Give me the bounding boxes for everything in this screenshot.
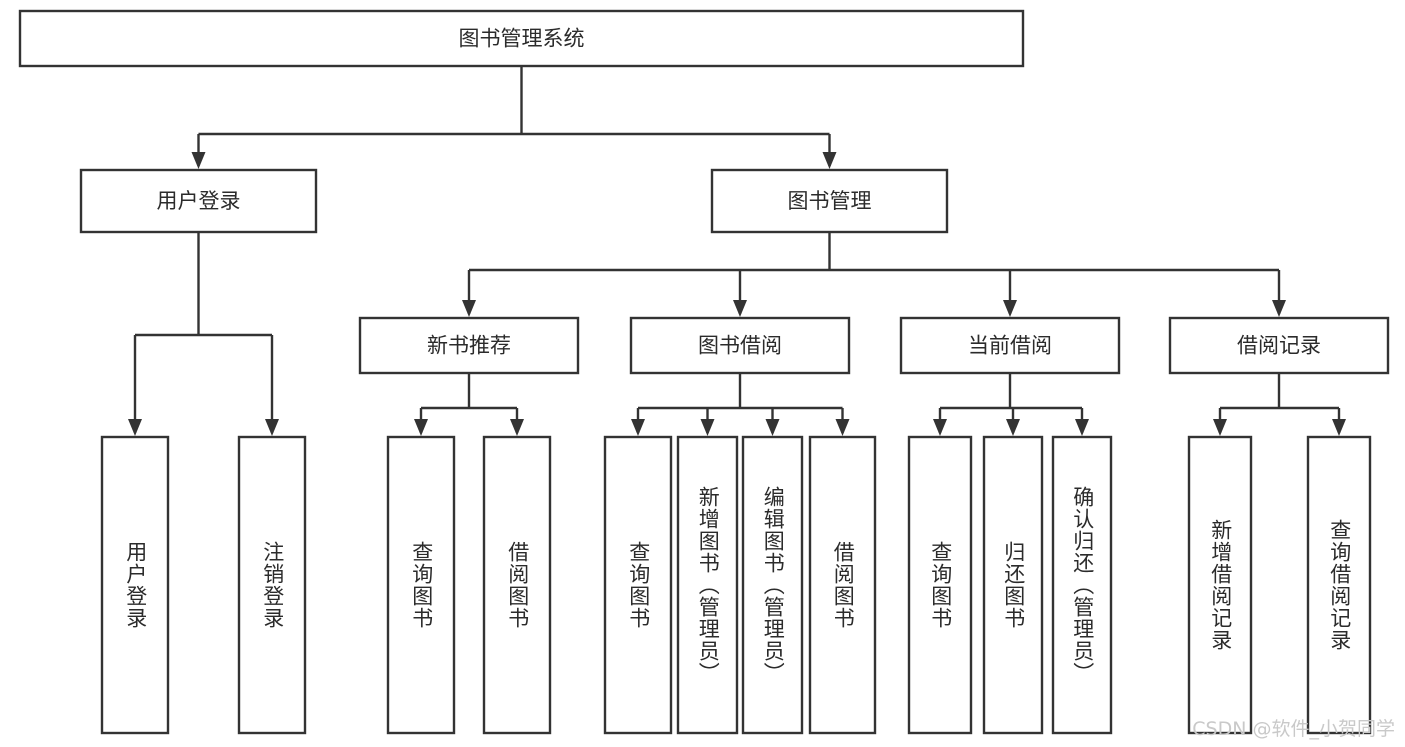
node-box-level2-1[interactable]: [710, 168, 949, 234]
node-box-level3-3[interactable]: [1168, 316, 1390, 375]
node-box-root[interactable]: [18, 9, 1025, 68]
arrow-head-leaf: [1075, 419, 1089, 436]
node-box-leaf-6[interactable]: [741, 435, 804, 735]
arrow-head-level3: [1003, 300, 1017, 317]
arrow-head-leaf: [1213, 419, 1227, 436]
node-box-level3-1[interactable]: [629, 316, 851, 375]
node-label-level3-3: 借阅记录: [1237, 334, 1321, 358]
node-box-leaf-7[interactable]: [808, 435, 877, 735]
arrow-head-level2: [822, 152, 837, 169]
node-label-level3-1: 图书借阅: [698, 334, 782, 358]
arrow-head-level3: [733, 300, 747, 317]
arrow-head-level3: [1272, 300, 1286, 317]
node-box-leaf-11[interactable]: [1187, 435, 1253, 735]
node-box-level3-2[interactable]: [899, 316, 1121, 375]
node-label-root: 图书管理系统: [459, 27, 585, 51]
node-box-leaf-10[interactable]: [1051, 435, 1113, 735]
node-box-leaf-9[interactable]: [982, 435, 1044, 735]
arrow-head-leaf: [1006, 419, 1020, 436]
arrow-head-leaf: [765, 419, 780, 436]
node-box-level3-0[interactable]: [358, 316, 580, 375]
csdn-watermark: CSDN @软件_小贺同学: [1192, 718, 1395, 740]
arrow-head-leaf: [128, 419, 142, 436]
node-box-leaf-2[interactable]: [386, 435, 456, 735]
node-label-level2-0: 用户登录: [157, 189, 241, 213]
arrow-head-leaf: [835, 419, 850, 436]
node-box-level2-0[interactable]: [79, 168, 318, 234]
arrow-head-leaf: [700, 419, 715, 436]
node-box-leaf-5[interactable]: [676, 435, 739, 735]
arrow-head-leaf: [265, 419, 279, 436]
node-box-leaf-0[interactable]: [100, 435, 170, 735]
arrow-head-level3: [462, 300, 476, 317]
arrow-head-leaf: [510, 419, 524, 436]
node-box-leaf-3[interactable]: [482, 435, 552, 735]
connector-layer: [128, 66, 1346, 436]
arrow-head-leaf: [1332, 419, 1346, 436]
node-box-leaf-1[interactable]: [237, 435, 307, 735]
node-label-level2-1: 图书管理: [788, 189, 872, 213]
node-label-level3-2: 当前借阅: [968, 334, 1052, 358]
box-layer: [18, 9, 1390, 735]
node-box-leaf-4[interactable]: [603, 435, 673, 735]
arrow-head-leaf: [933, 419, 947, 436]
arrow-head-leaf: [631, 419, 645, 436]
node-box-leaf-8[interactable]: [907, 435, 973, 735]
arrow-head-leaf: [414, 419, 428, 436]
node-label-level3-0: 新书推荐: [427, 334, 511, 358]
arrow-head-level2: [191, 152, 206, 169]
node-box-leaf-12[interactable]: [1306, 435, 1372, 735]
